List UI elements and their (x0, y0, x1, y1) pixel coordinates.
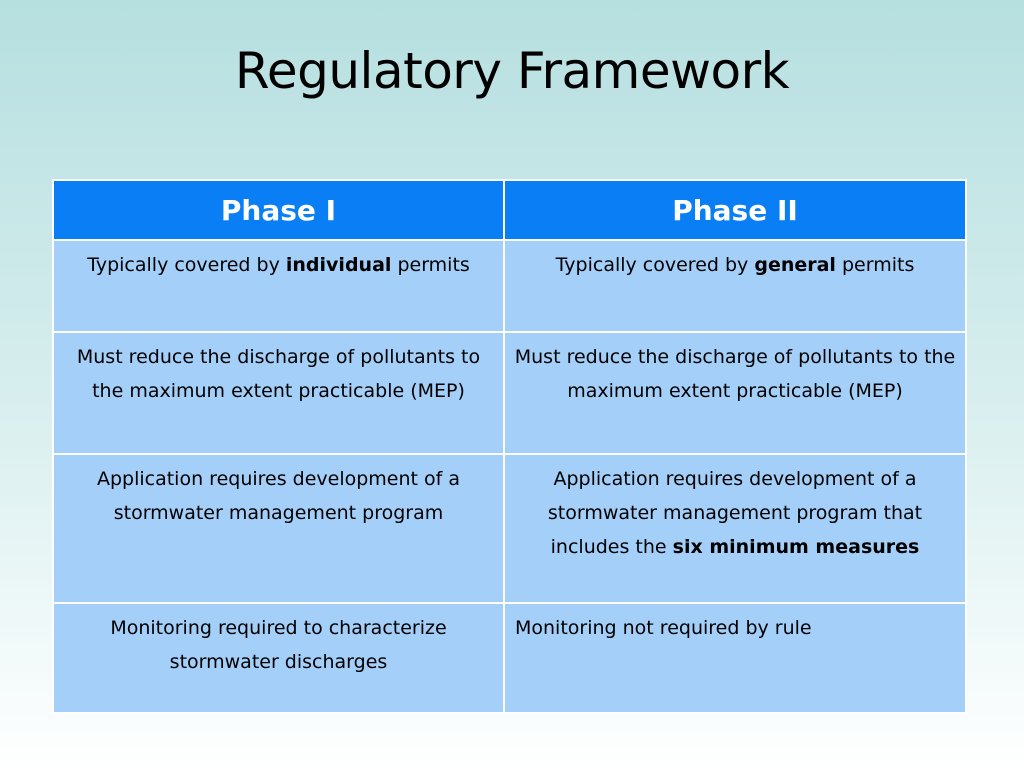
slide-title: Regulatory Framework (234, 42, 790, 100)
cell-phase1-application: Application requires development of a st… (52, 453, 505, 604)
header-phase-2: Phase II (503, 179, 967, 241)
table-row: Monitoring required to characterize stor… (52, 602, 967, 714)
table-row: Must reduce the discharge of pollutants … (52, 331, 967, 455)
cell-phase1-mep: Must reduce the discharge of pollutants … (52, 331, 505, 455)
table-row: Typically covered by individual permits … (52, 239, 967, 333)
cell-phase2-monitoring: Monitoring not required by rule (503, 602, 967, 714)
cell-phase2-permits: Typically covered by general permits (503, 239, 967, 333)
cell-phase2-mep: Must reduce the discharge of pollutants … (503, 331, 967, 455)
cell-phase2-application: Application requires development of a st… (503, 453, 967, 604)
table-header-row: Phase I Phase II (52, 179, 967, 241)
header-phase-1: Phase I (52, 179, 505, 241)
table-row: Application requires development of a st… (52, 453, 967, 604)
regulatory-table: Phase I Phase II Typically covered by in… (52, 179, 967, 714)
cell-phase1-monitoring: Monitoring required to characterize stor… (52, 602, 505, 714)
cell-phase1-permits: Typically covered by individual permits (52, 239, 505, 333)
